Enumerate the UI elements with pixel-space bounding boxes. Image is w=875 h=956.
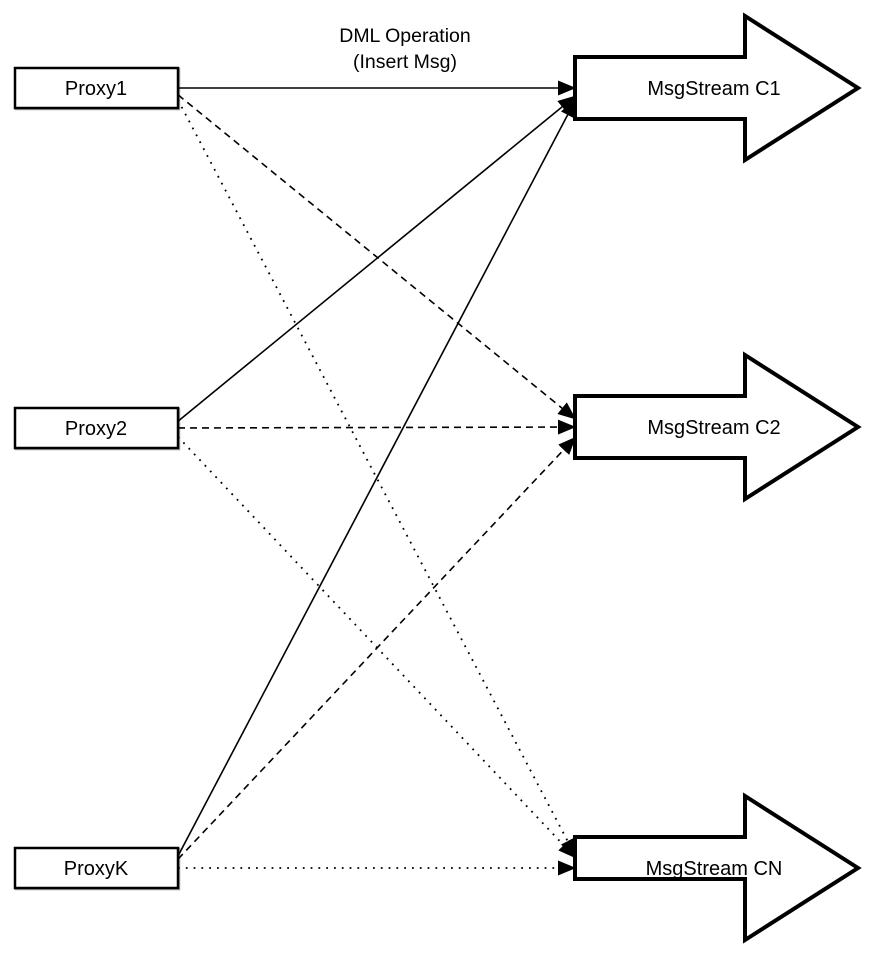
dml-operation-line1: DML Operation — [339, 25, 471, 47]
edge-proxy2-to-c1 — [177, 94, 577, 422]
dml-operation-line2: (Insert Msg) — [353, 51, 457, 73]
stream-c2-label: MsgStream C2 — [647, 417, 780, 439]
edge-layer — [177, 80, 577, 876]
stream-cn-node: MsgStream CN — [573, 792, 862, 944]
edge-proxyk-to-c1 — [177, 98, 577, 857]
stream-c1-node: MsgStream C1 — [573, 12, 862, 164]
proxyk-box — [13, 846, 180, 890]
proxy2-label: Proxy2 — [65, 418, 127, 440]
stream-c1-arrow-shape — [573, 12, 862, 164]
proxyk-node: ProxyK — [13, 846, 180, 890]
proxy1-label: Proxy1 — [65, 78, 127, 100]
edge-proxy2-to-cn — [177, 436, 577, 859]
edge-proxy2-to-c2 — [177, 419, 577, 435]
stream-cn-label: MsgStream CN — [646, 858, 783, 880]
proxyk-label: ProxyK — [64, 858, 129, 880]
stream-cn-arrow-shape — [573, 792, 862, 944]
edge-proxy1-to-c2 — [177, 94, 577, 421]
stream-c1-label: MsgStream C1 — [647, 78, 780, 100]
stream-c2-node: MsgStream C2 — [573, 351, 862, 503]
stream-c2-arrow-shape — [573, 351, 862, 503]
proxy2-box — [13, 406, 180, 450]
proxy1-node: Proxy1 — [13, 66, 180, 110]
dml-operation-annotation: DML Operation (Insert Msg) — [339, 25, 471, 73]
proxy1-box — [13, 66, 180, 110]
proxy2-node: Proxy2 — [13, 406, 180, 450]
